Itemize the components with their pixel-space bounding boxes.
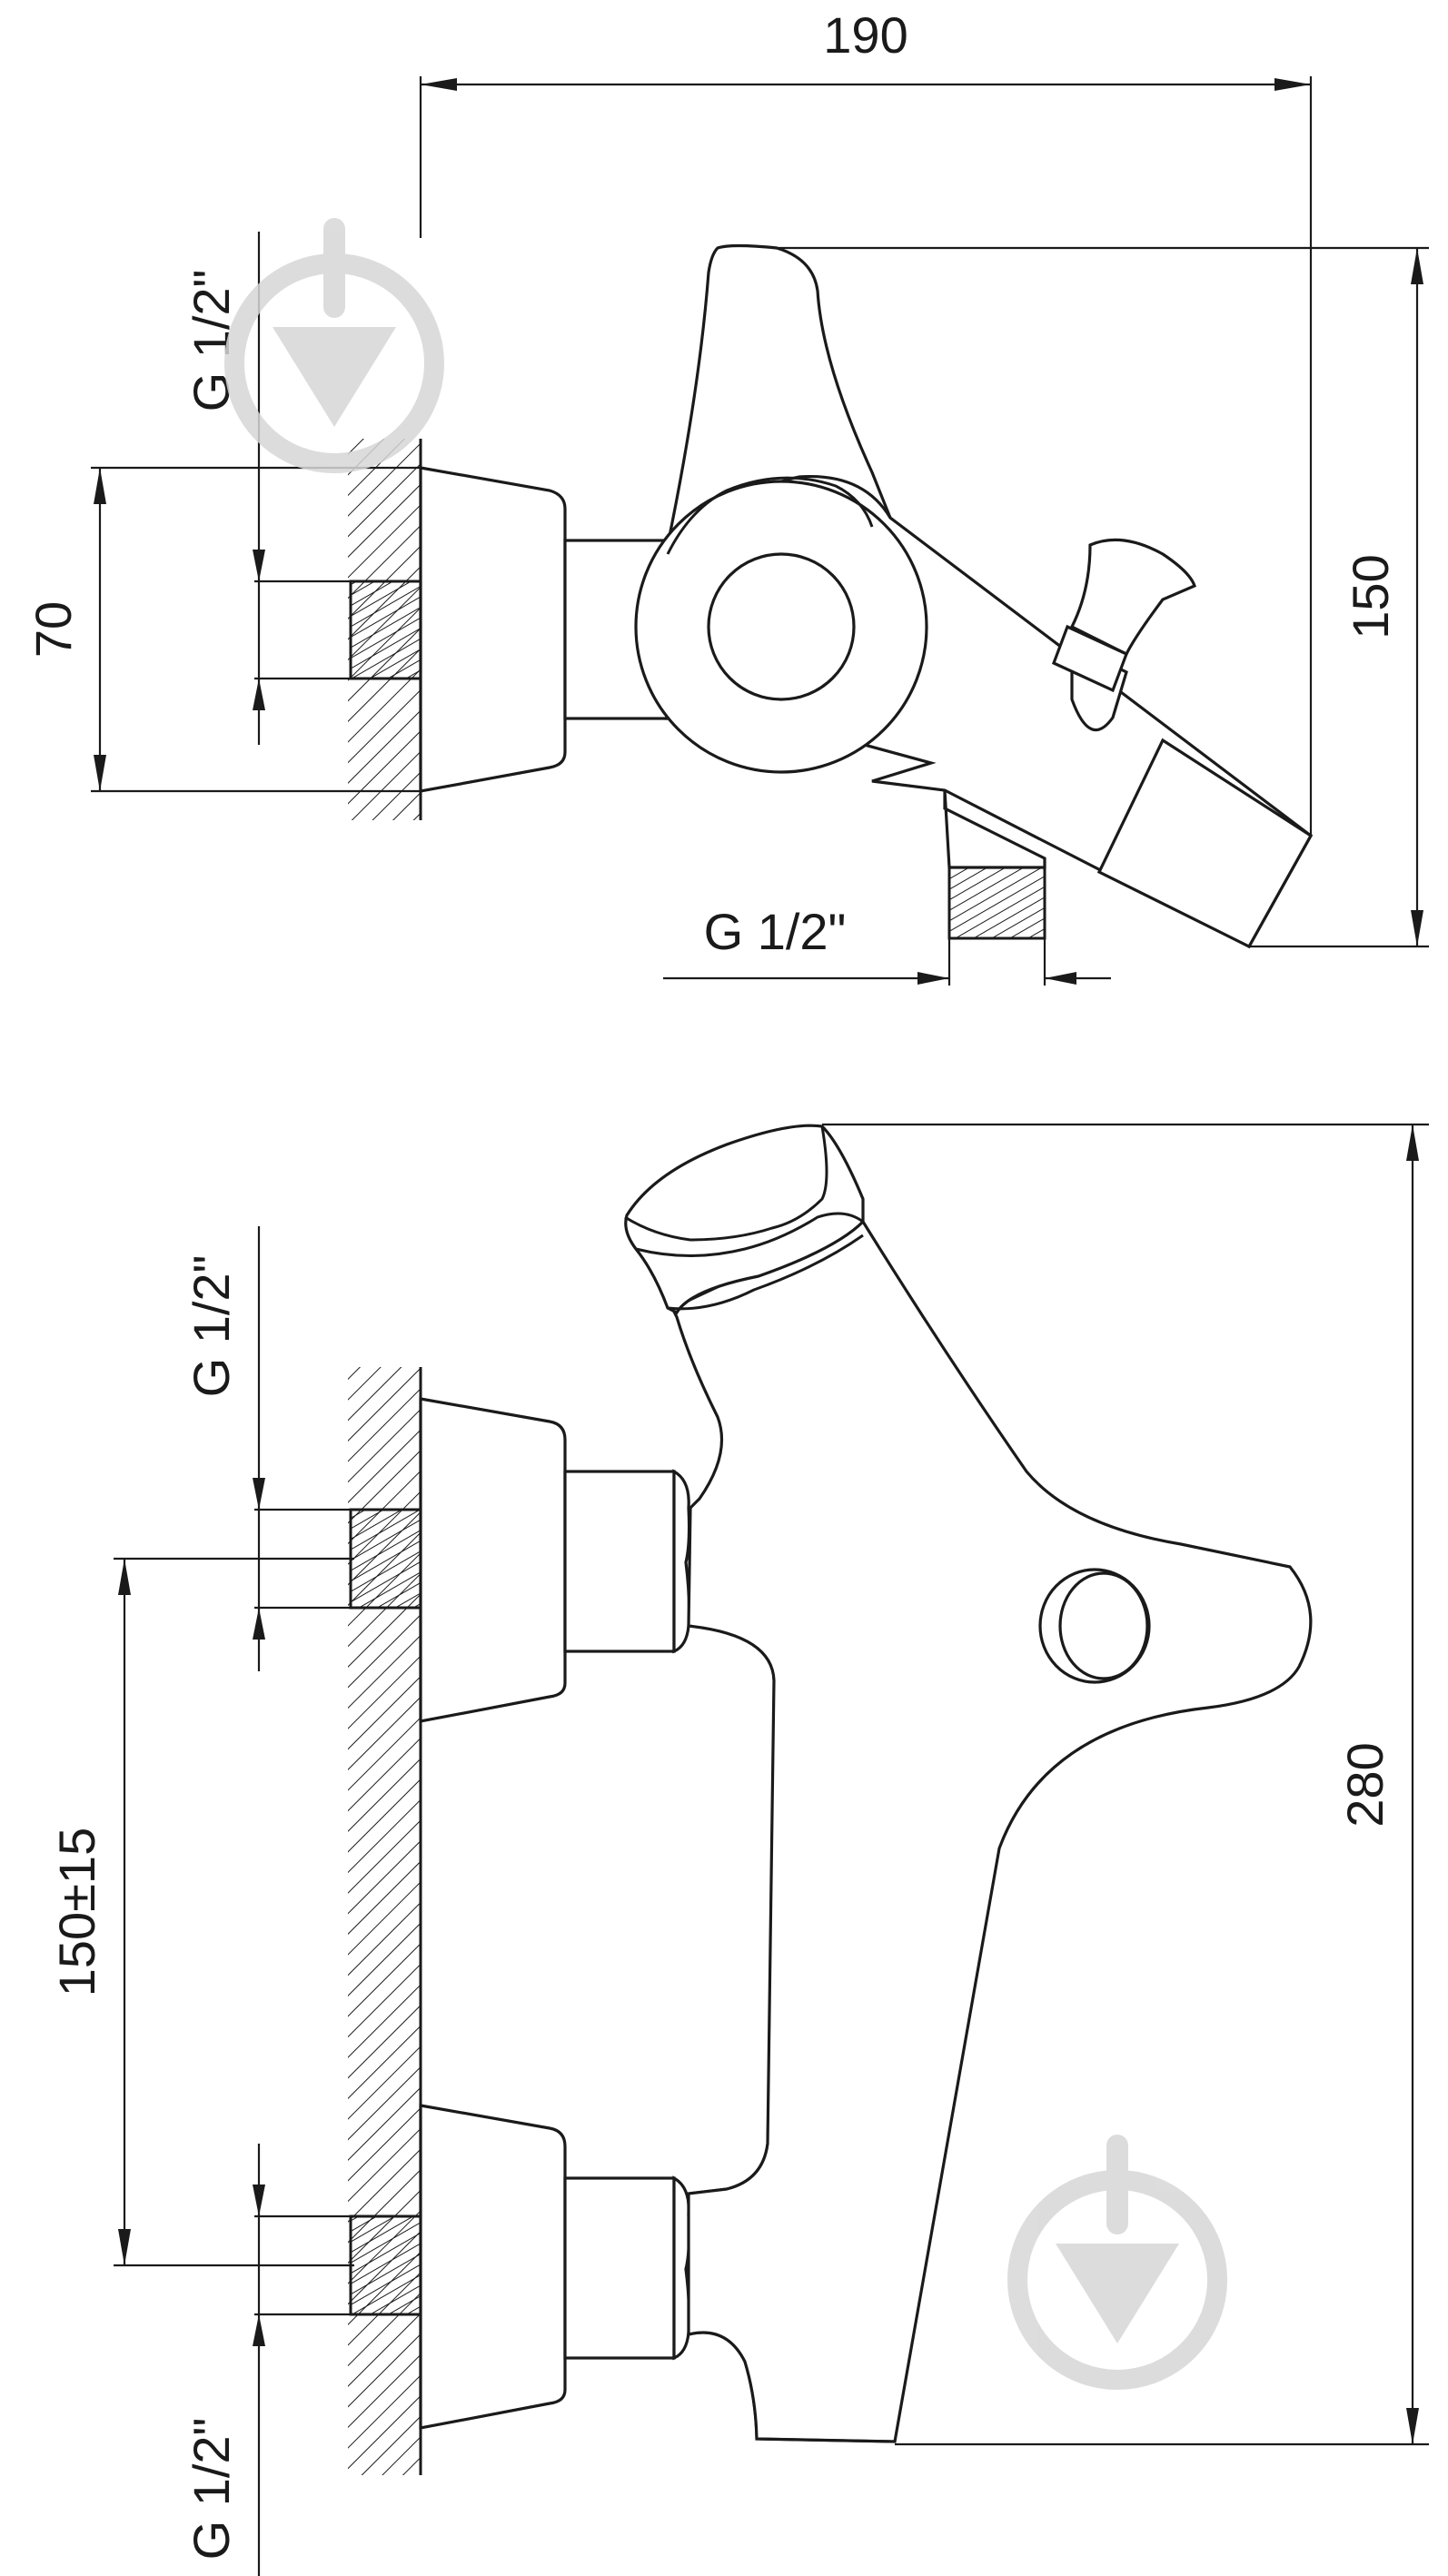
dim-width-label: 190: [823, 6, 907, 64]
dimension-height-top: 150: [777, 246, 1429, 948]
thread-upper-label: G 1/2": [183, 1255, 240, 1398]
dim-height-front-label: 280: [1336, 1742, 1393, 1827]
wall-thread-upper: [349, 1508, 422, 1610]
dim-wall-plate-label: 70: [25, 601, 82, 658]
mixer-body-front: [669, 1220, 1313, 2443]
inlet-bridge: [688, 1624, 776, 2195]
download-watermark-icon: [224, 218, 444, 473]
dimension-thread-upper: G 1/2": [183, 1226, 354, 1671]
connector-lower: [563, 2176, 676, 2360]
handle-front: [624, 1124, 865, 1315]
outlet-thread-top: [947, 866, 1046, 940]
nut-upper: [672, 1469, 691, 1654]
thread-lower-label: G 1/2": [183, 2418, 240, 2561]
dimension-thread-outlet: G 1/2": [663, 903, 1111, 985]
escutcheon-lower: [419, 2104, 567, 2430]
outlet-stub-top: [943, 789, 1046, 869]
download-watermark-icon: [1007, 2135, 1227, 2390]
wall-thread-top: [349, 580, 422, 680]
thread-outlet-label: G 1/2": [704, 903, 847, 960]
dim-spacing-label: 150±15: [48, 1828, 105, 1996]
top-view: 190 150 70 G 1/2": [25, 6, 1429, 986]
connector-upper: [563, 1470, 676, 1653]
escutcheon-top: [419, 466, 567, 793]
escutcheon-upper: [419, 1397, 567, 1723]
front-view: G 1/2" 150±15 G 1/2" 280: [48, 1123, 1429, 2576]
nut-lower: [672, 2175, 691, 2361]
wall-thread-lower: [349, 2214, 422, 2316]
cartridge-ring-inner: [707, 552, 856, 701]
dim-height-top-label: 150: [1342, 554, 1399, 639]
dimension-wall-plate: 70: [25, 466, 421, 793]
dimension-width: 190: [419, 6, 1313, 836]
dimension-height-front: 280: [822, 1123, 1429, 2446]
dimension-spacing: 150±15: [48, 1557, 354, 2267]
dimension-thread-lower: G 1/2": [183, 2144, 354, 2576]
